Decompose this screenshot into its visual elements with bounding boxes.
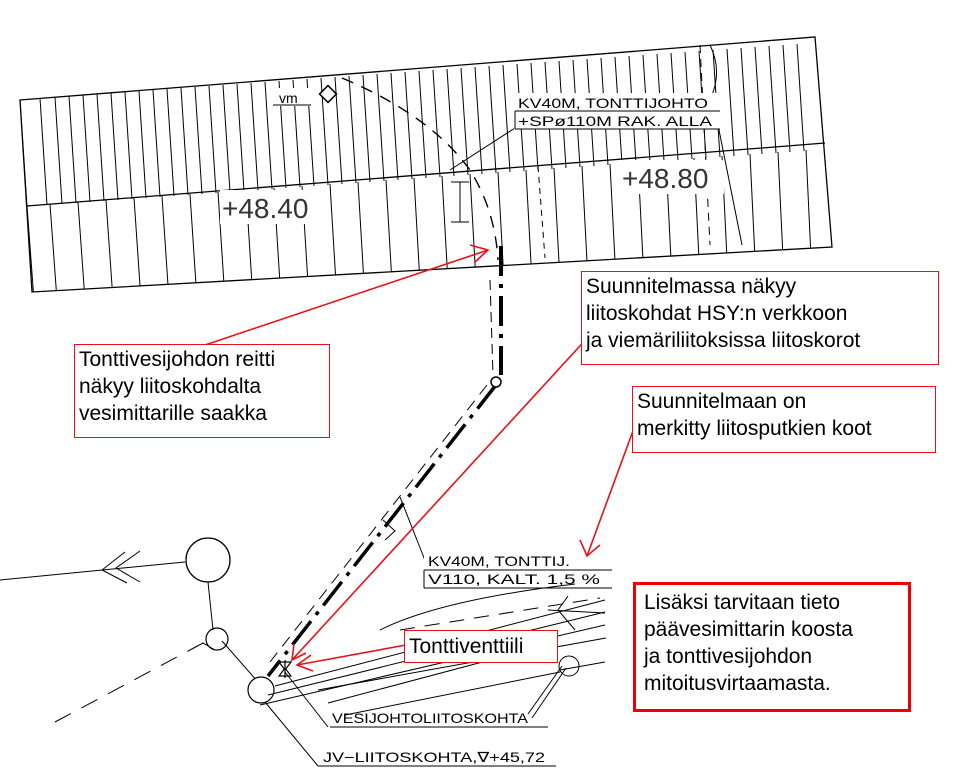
sewer-connection-manhole xyxy=(247,676,275,704)
callout-pipe-sizes: Suunnitelmaan on merkitty liitosputkien … xyxy=(632,386,936,453)
manhole-middle xyxy=(205,627,229,651)
pipe-route-dashed xyxy=(341,77,499,261)
arrow-valve xyxy=(296,644,407,666)
arrow-connections xyxy=(291,334,591,661)
elevation-bg-right xyxy=(620,160,724,194)
plot-valve-symbol xyxy=(277,660,293,678)
elevation-left: +48.40 xyxy=(222,193,308,224)
manhole-upper xyxy=(185,537,231,583)
elevation-bg-left xyxy=(220,190,324,224)
callout-valve: Tonttiventtiili xyxy=(404,630,558,663)
pipe-bend-node xyxy=(490,376,502,388)
water-meter-symbol xyxy=(318,84,338,104)
vm-label: vm xyxy=(279,90,298,106)
arrow-route xyxy=(204,249,489,346)
label-water-connection: VESIJOHTOLIITOSKOHTA xyxy=(332,710,529,726)
callout-route: Tonttivesijohdon reitti näkyy liitoskohd… xyxy=(74,344,330,438)
callout-connections: Suunnitelmassa näkyy liitoskohdat HSY:n … xyxy=(581,271,939,365)
label-top-line2: +SPø110M RAK. ALLA xyxy=(518,113,713,129)
annotation-arrows xyxy=(204,244,638,672)
label-mid-line1: KV40M, TONTTIJ. xyxy=(428,553,570,569)
label-sewer-connection: JV−LIITOSKOHTA,∇+45,72 xyxy=(323,749,545,765)
label-top-line1: KV40M, TONTTIJOHTO xyxy=(518,95,708,111)
ibeam-symbol xyxy=(451,181,469,223)
sewer-network-left xyxy=(0,537,275,723)
label-mid-line2: V110, KALT. 1,5 % xyxy=(428,571,600,587)
water-service-pipe xyxy=(266,246,503,678)
callout-additional-info: Lisäksi tarvitaan tieto päävesimittarin … xyxy=(633,582,911,712)
elevation-right: +48.80 xyxy=(622,163,708,194)
arrow-pipe-sizes xyxy=(586,419,638,557)
